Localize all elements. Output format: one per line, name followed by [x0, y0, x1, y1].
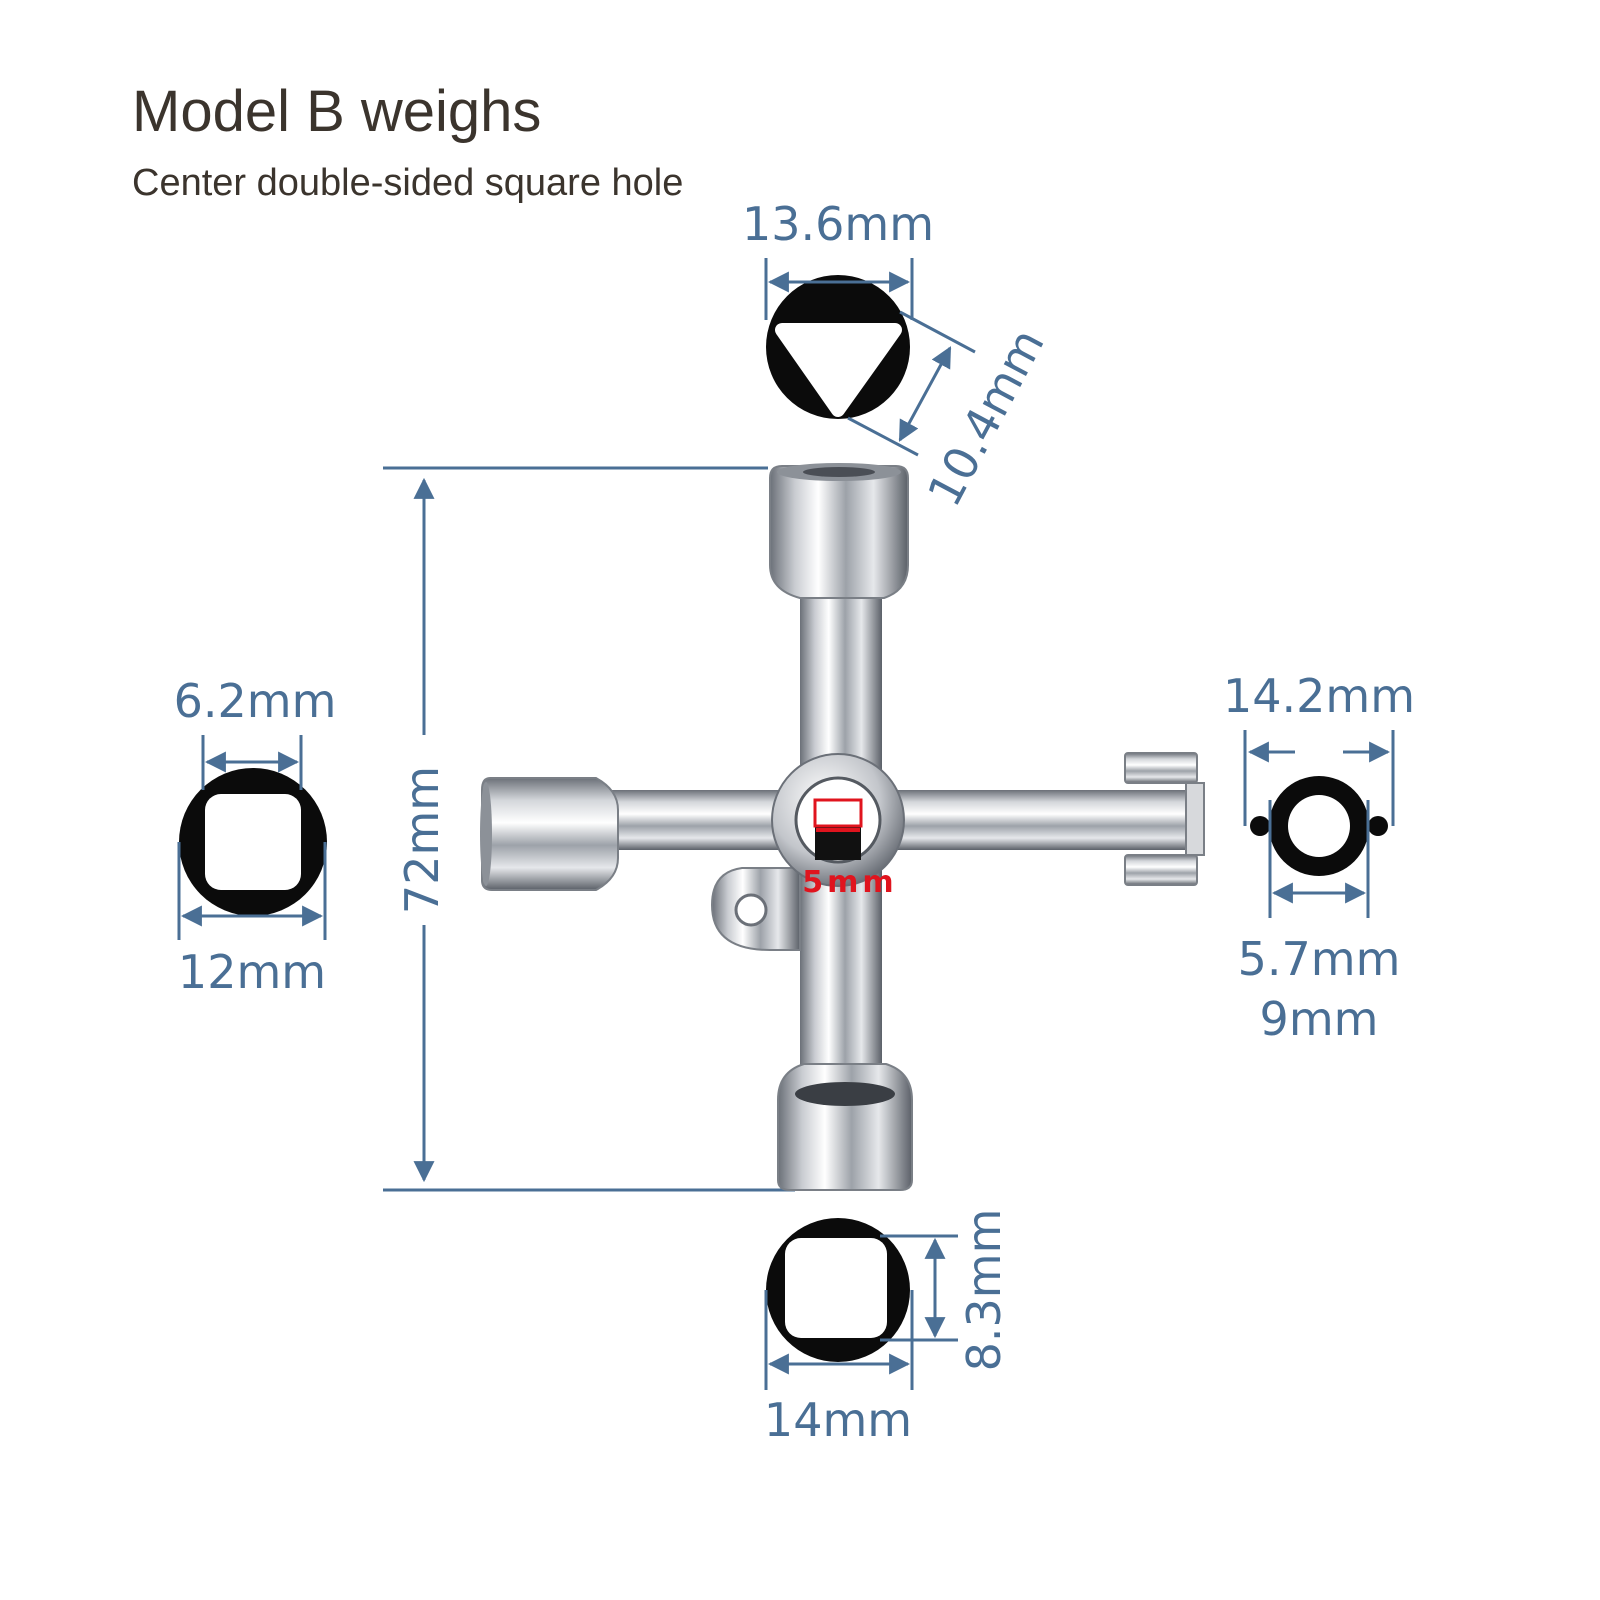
bottom-inner-dimension	[880, 1234, 958, 1342]
page-subtitle: Center double-sided square hole	[132, 162, 684, 204]
left-outer-label: 12mm	[178, 945, 326, 999]
left-inner-dimension	[201, 735, 303, 790]
left-inner-label: 6.2mm	[174, 674, 337, 728]
triangle-width-label: 13.6mm	[742, 197, 934, 251]
triangle-width-dimension	[764, 258, 914, 320]
bottom-square-socket-icon	[766, 1218, 910, 1362]
right-outer-dimension	[1243, 730, 1395, 826]
bottom-inner-label: 8.3mm	[957, 1209, 1011, 1372]
cross-key-body	[480, 463, 1205, 1191]
right-round-socket-icon	[1250, 776, 1388, 876]
right-outer-label: 14.2mm	[1223, 669, 1415, 723]
right-inner-label: 5.7mm	[1238, 932, 1401, 986]
bottom-outer-label: 14mm	[764, 1393, 912, 1447]
bottom-outer-dimension	[764, 1290, 914, 1390]
overall-length-dimension	[383, 466, 795, 1192]
right-bottom-label: 9mm	[1260, 992, 1379, 1046]
triangle-side-label: 10.4mm	[917, 320, 1055, 515]
overall-length-label: 72mm	[395, 766, 449, 914]
center-hole-label: 5mm	[802, 865, 897, 900]
right-inner-dimension	[1268, 800, 1370, 918]
triangle-socket-icon	[766, 275, 910, 419]
page-title: Model B weighs	[132, 79, 542, 144]
left-square-socket-icon	[179, 768, 327, 916]
left-outer-dimension	[177, 842, 327, 940]
triangle-side-dimension	[847, 310, 976, 457]
